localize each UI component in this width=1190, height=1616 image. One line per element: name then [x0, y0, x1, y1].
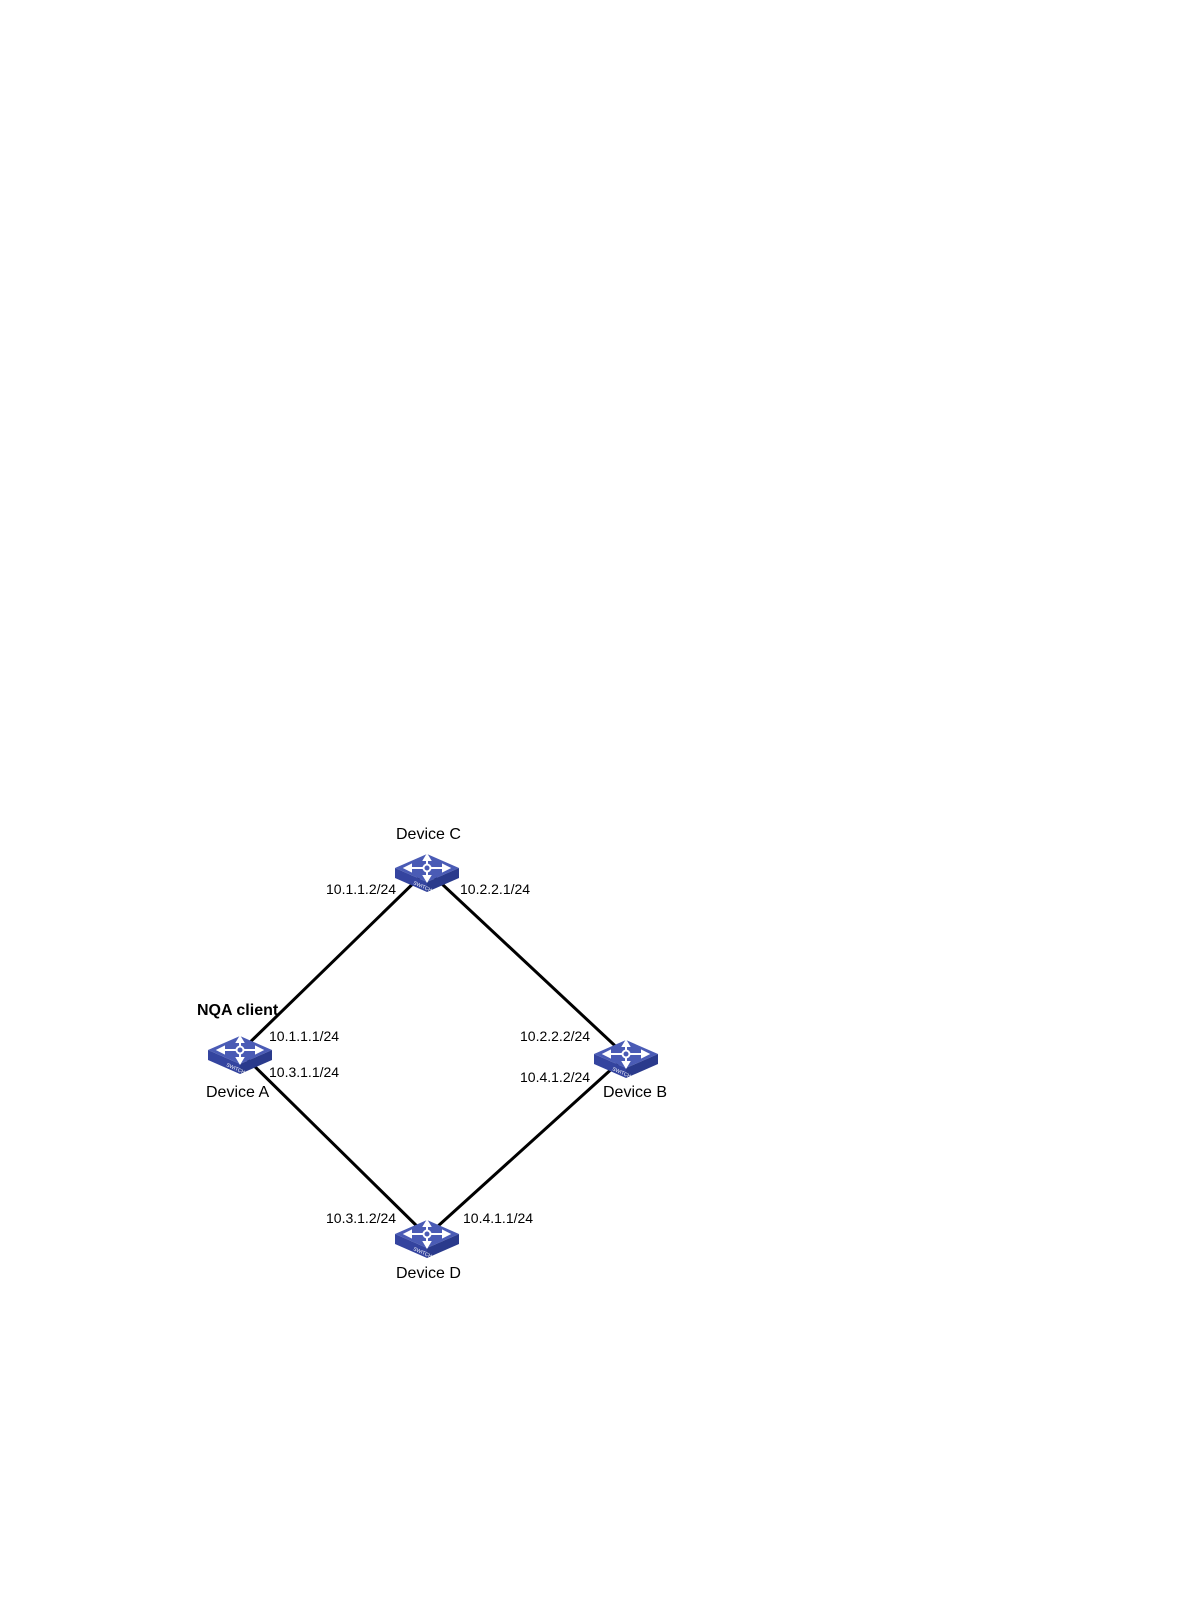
- interface-c-to-a: 10.1.1.2/24: [326, 881, 396, 897]
- interface-d-to-b: 10.4.1.1/24: [463, 1210, 533, 1226]
- device-a-switch-icon: SWITCH: [208, 1036, 272, 1076]
- interface-b-to-d: 10.4.1.2/24: [520, 1069, 590, 1085]
- device-d-label: Device D: [396, 1265, 461, 1283]
- interface-d-to-a: 10.3.1.2/24: [326, 1210, 396, 1226]
- link-a-c: [240, 870, 427, 1052]
- device-d-switch-icon: SWITCH: [395, 1220, 459, 1260]
- device-c-switch-icon: SWITCH: [395, 854, 459, 894]
- device-b-label: Device B: [603, 1084, 667, 1102]
- device-a-label: Device A: [206, 1084, 269, 1102]
- device-c-label: Device C: [396, 826, 461, 844]
- interface-a-to-c: 10.1.1.1/24: [269, 1028, 339, 1044]
- interface-c-to-b: 10.2.2.1/24: [460, 881, 530, 897]
- interface-a-to-d: 10.3.1.1/24: [269, 1064, 339, 1080]
- interface-b-to-c: 10.2.2.2/24: [520, 1028, 590, 1044]
- device-b-switch-icon: SWITCH: [594, 1040, 658, 1080]
- nqa-client-label: NQA client: [197, 1002, 278, 1020]
